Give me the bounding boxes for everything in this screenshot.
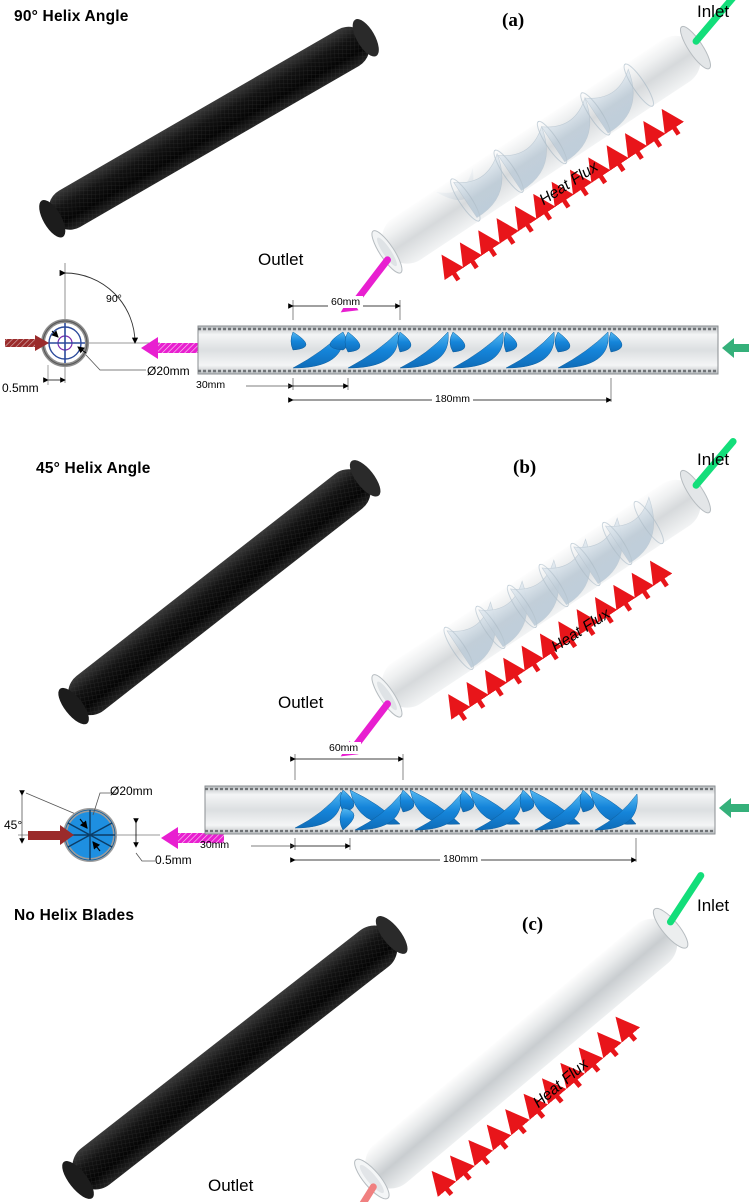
tube-3d-90 [340, 0, 737, 313]
panel-b-title: 45° Helix Angle [36, 460, 151, 477]
panel-a-title: 90° Helix Angle [14, 8, 129, 25]
tube-3d-45 [340, 438, 737, 757]
panel-a: 90° Helix Angle (a) [0, 0, 749, 430]
inlet-label-a: Inlet [697, 2, 730, 21]
flow-out-arrow-b [161, 827, 224, 849]
mesh-model-90 [39, 19, 379, 238]
longitudinal-section-45 [204, 754, 749, 863]
longitudinal-section-90 [197, 300, 749, 403]
panel-b-label: (b) [513, 457, 537, 478]
blade-label-b: 30mm [200, 839, 230, 851]
diameter-label-a: Ø20mm [147, 364, 190, 378]
blade-label-a: 30mm [196, 379, 226, 391]
cross-section-45 [18, 790, 160, 862]
length-label-a: 180mm [432, 393, 474, 405]
panel-b: 45° Helix Angle (b) [0, 438, 749, 880]
length-label-b: 180mm [440, 853, 482, 865]
mesh-model-45 [58, 460, 381, 725]
outlet-label-c: Outlet [208, 1176, 254, 1195]
outlet-label-a: Outlet [258, 250, 304, 269]
panel-a-label: (a) [502, 10, 525, 31]
pitch-label-b: 60mm [326, 742, 362, 754]
pitch-label-a: 60mm [328, 296, 364, 308]
angle-label-a: 90° [106, 293, 122, 305]
tube-3d-plain [342, 872, 705, 1202]
inlet-label-c: Inlet [697, 896, 730, 915]
thickness-label-b: 0.5mm [155, 853, 192, 867]
inlet-label-b: Inlet [697, 450, 730, 469]
mesh-model-plain [62, 915, 408, 1199]
flow-out-arrow-a [141, 337, 202, 359]
diameter-label-b: Ø20mm [110, 784, 153, 798]
outlet-label-b: Outlet [278, 693, 324, 712]
cross-section-90 [5, 263, 160, 385]
angle-label-b: 45° [4, 818, 23, 832]
panel-c-label: (c) [522, 914, 544, 935]
panel-c: No Helix Blades (c) Inlet Outle [0, 872, 749, 1202]
thickness-label-a: 0.5mm [2, 381, 39, 395]
panel-c-title: No Helix Blades [14, 907, 135, 924]
